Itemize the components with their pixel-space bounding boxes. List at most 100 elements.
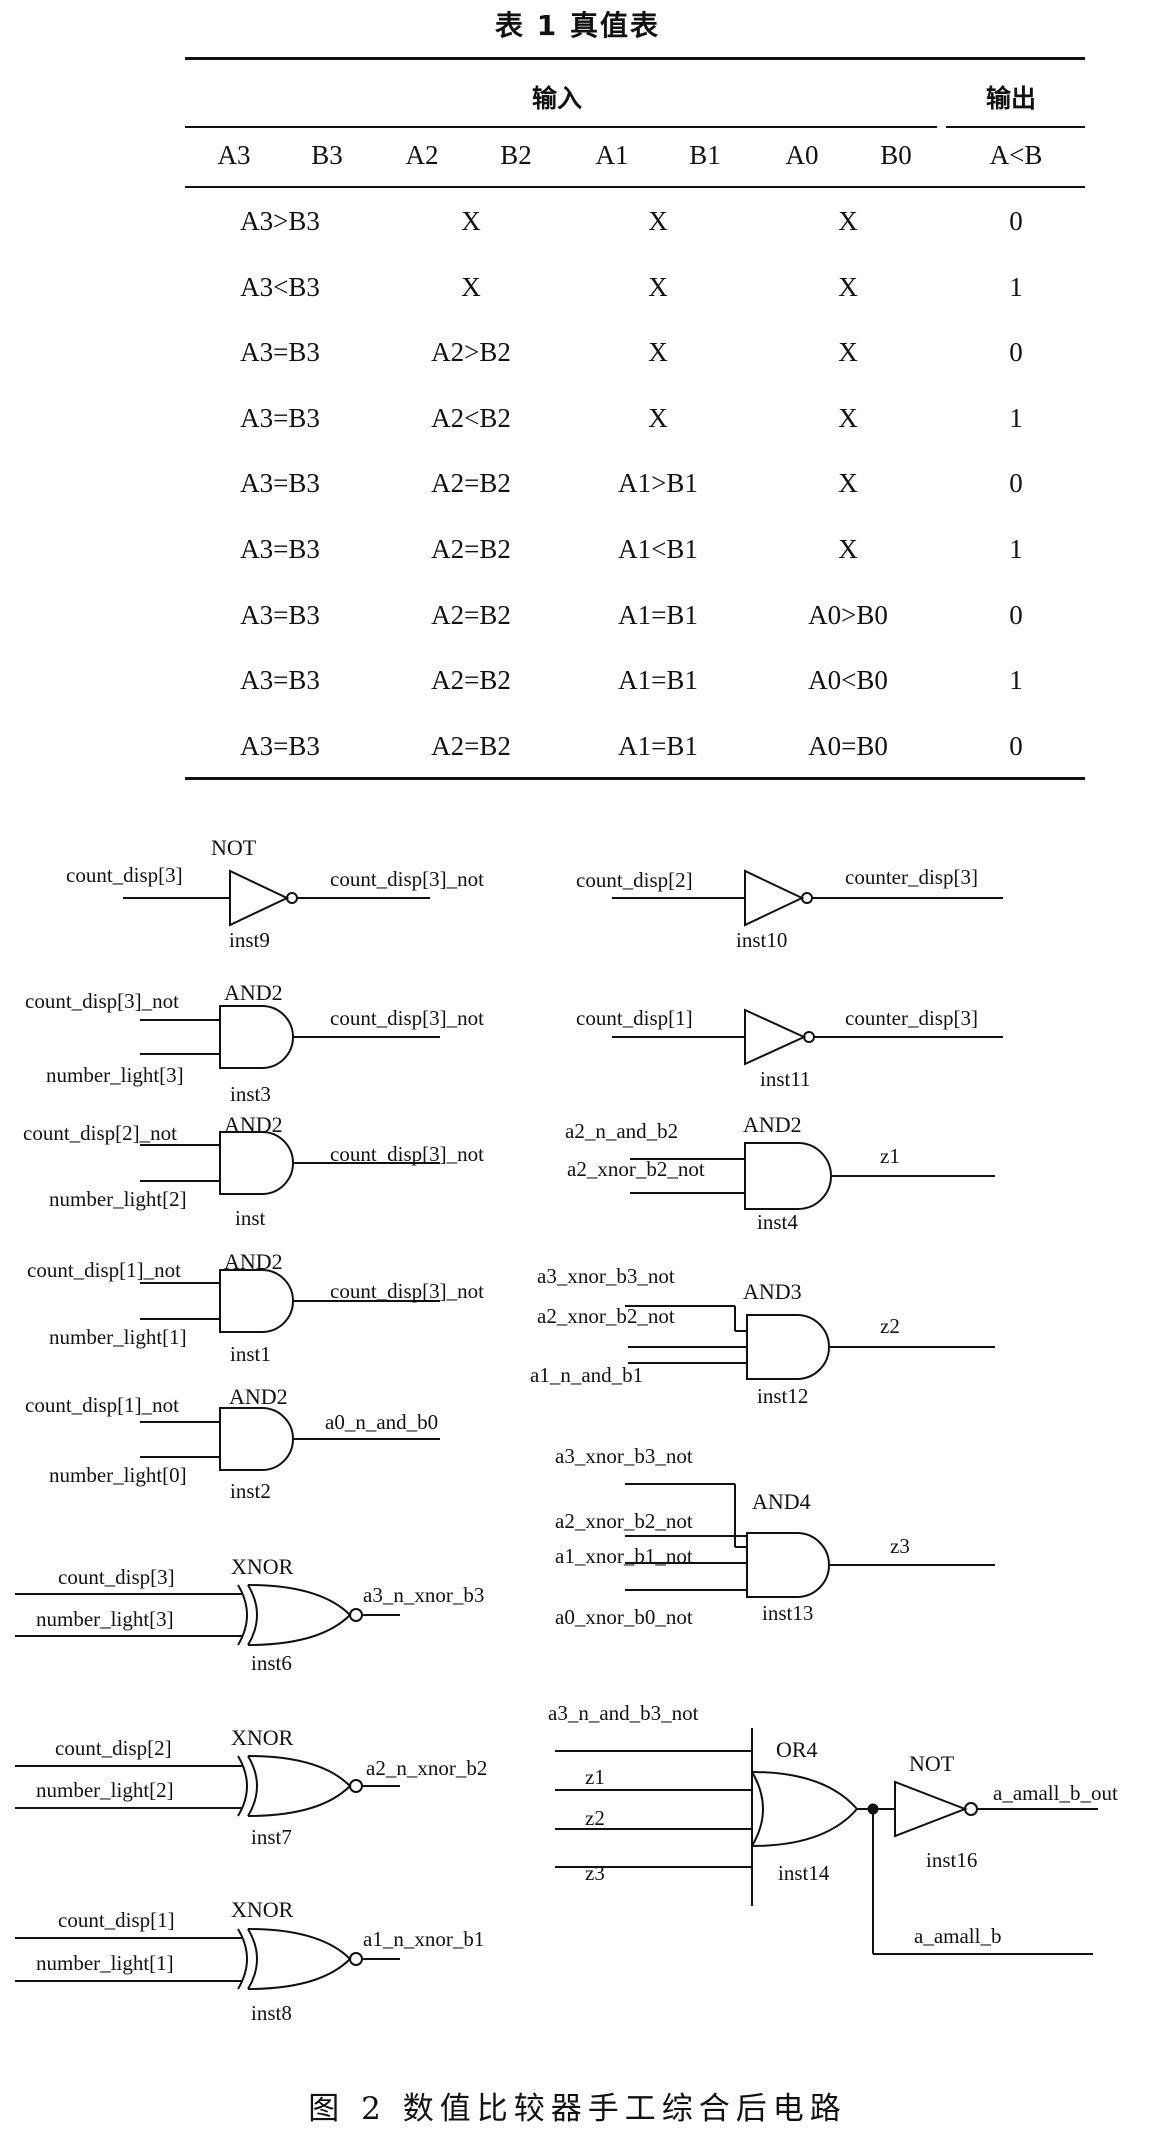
label-inst10-in: count_disp[2] [576,868,693,892]
label-inst1-out: count_disp[3]_not [330,1279,484,1303]
and2-gate-inst1 [140,1269,440,1333]
table-cell-r2-a2b2: X [461,272,481,302]
instance-inst7: inst7 [251,1825,292,1849]
not-gate-inst16 [872,1780,1098,1955]
gate-type-inst6: XNOR [231,1554,294,1579]
gate-type-inst4: AND2 [743,1112,802,1137]
table-cell-r9-a1b1: A1=B1 [618,731,698,761]
table-cell-r2-a0b0: X [838,272,858,302]
table-cell-r3-output: 0 [1009,337,1023,367]
group-header-input: 输入 [532,84,583,113]
label-inst10-out: counter_disp[3] [845,865,978,889]
table-cell-r8-a3b3: A3=B3 [240,665,320,695]
figure-caption: 图 2 数值比较器手工综合后电路 [308,2091,847,2127]
table-cell-r5-a1b1: A1>B1 [618,468,698,498]
label-inst3-out: count_disp[3]_not [330,1006,484,1030]
label-inst6-out: a3_n_xnor_b3 [363,1583,484,1607]
label-inst14-in4: z3 [585,1861,605,1885]
label-inst13-in3: a1_xnor_b1_not [555,1544,693,1568]
input-group-rule [185,126,937,128]
table-cell-r8-a2b2: A2=B2 [431,665,511,695]
table-cell-r9-a2b2: A2=B2 [431,731,511,761]
table-cell-r4-a1b1: X [648,403,668,433]
table-cell-r5-output: 0 [1009,468,1023,498]
instance-inst4: inst4 [757,1210,798,1234]
junction-dot [867,1803,879,1815]
label-inst12-in3: a1_n_and_b1 [530,1363,643,1387]
gate-type-inst7: XNOR [231,1725,294,1750]
label-inst1-in2: number_light[1] [49,1325,187,1349]
table-cell-r3-a1b1: X [648,337,668,367]
label-inst12-in1: a3_xnor_b3_not [537,1264,675,1288]
label-inst14-in3: z2 [585,1806,605,1830]
label-inst2-in2: number_light[0] [49,1463,187,1487]
label-inst2-in1: count_disp[1]_not [25,1393,179,1417]
label-inst-in2: number_light[2] [49,1187,187,1211]
label-inst8-in2: number_light[1] [36,1951,174,1975]
label-inst7-out: a2_n_xnor_b2 [366,1756,487,1780]
table-cell-r7-output: 0 [1009,600,1023,630]
table-cell-r6-a1b1: A1<B1 [618,534,698,564]
table-cell-r1-output: 0 [1009,206,1023,236]
col-header-b0: B0 [880,140,912,170]
group-header-output: 输出 [986,84,1037,113]
table-cell-r3-a3b3: A3=B3 [240,337,320,367]
output-group-rule [946,126,1085,128]
table-bottom-rule [185,777,1085,780]
table-cell-r4-output: 1 [1009,403,1023,433]
label-inst12-in2: a2_xnor_b2_not [537,1304,675,1328]
instance-inst10: inst10 [736,928,787,952]
gate-type-inst: AND2 [224,1112,283,1137]
instance-inst6: inst6 [251,1651,292,1675]
or4-gate-inst14 [555,1728,895,1906]
col-header-a1: A1 [595,140,629,170]
table-cell-r2-output: 1 [1009,272,1023,302]
gate-type-inst9: NOT [211,835,257,860]
label-branch: a_amall_b [914,1924,1001,1948]
table-cell-r7-a2b2: A2=B2 [431,600,511,630]
circuit-diagram: NOT count_disp[3] count_disp[3]_not inst… [15,835,1118,2025]
table-cell-r9-a3b3: A3=B3 [240,731,320,761]
table-cell-r3-a0b0: X [838,337,858,367]
table-cell-r9-output: 0 [1009,731,1023,761]
table-top-rule [185,57,1085,60]
instance-inst3: inst3 [230,1082,271,1106]
label-inst-out: count_disp[3]_not [330,1142,484,1166]
table-cell-r3-a2b2: A2>B2 [431,337,511,367]
table-cell-r5-a0b0: X [838,468,858,498]
label-inst13-in1: a3_xnor_b3_not [555,1444,693,1468]
instance-inst: inst [235,1206,266,1230]
label-inst2-out: a0_n_and_b0 [325,1410,438,1434]
label-inst14-in1: a3_n_and_b3_not [548,1701,699,1725]
label-inst9-in: count_disp[3] [66,863,183,887]
table-cell-r1-a1b1: X [648,206,668,236]
table-cell-r8-output: 1 [1009,665,1023,695]
xnor-gate-inst6 [15,1584,400,1646]
table-cell-r6-output: 1 [1009,534,1023,564]
and2-gate-inst2 [140,1407,440,1471]
xnor-gate-inst8 [15,1928,400,1990]
label-inst14-in2: z1 [585,1765,605,1789]
not-gate-inst10 [612,869,1003,927]
label-inst4-in1: a2_n_and_b2 [565,1119,678,1143]
label-inst-in1: count_disp[2]_not [23,1121,177,1145]
header-rule [185,186,1085,188]
and2-gate-inst [140,1131,440,1195]
label-inst4-in2: a2_xnor_b2_not [567,1157,705,1181]
label-inst3-in2: number_light[3] [46,1063,184,1087]
gate-type-inst14: OR4 [776,1737,818,1762]
label-inst6-in2: number_light[3] [36,1607,174,1631]
label-inst6-in1: count_disp[3] [58,1565,175,1589]
label-inst13-in2: a2_xnor_b2_not [555,1509,693,1533]
table-title: 表 1 真值表 [495,9,660,42]
gate-type-inst1: AND2 [224,1249,283,1274]
label-inst8-out: a1_n_xnor_b1 [363,1927,484,1951]
not-gate-inst11 [612,1008,1003,1066]
label-inst9-out: count_disp[3]_not [330,867,484,891]
gate-type-inst13: AND4 [752,1489,811,1514]
instance-inst8: inst8 [251,2001,292,2025]
instance-inst16: inst16 [926,1848,977,1872]
instance-inst2: inst2 [230,1479,271,1503]
gate-type-inst16: NOT [909,1751,955,1776]
label-inst16-out: a_amall_b_out [993,1781,1118,1805]
